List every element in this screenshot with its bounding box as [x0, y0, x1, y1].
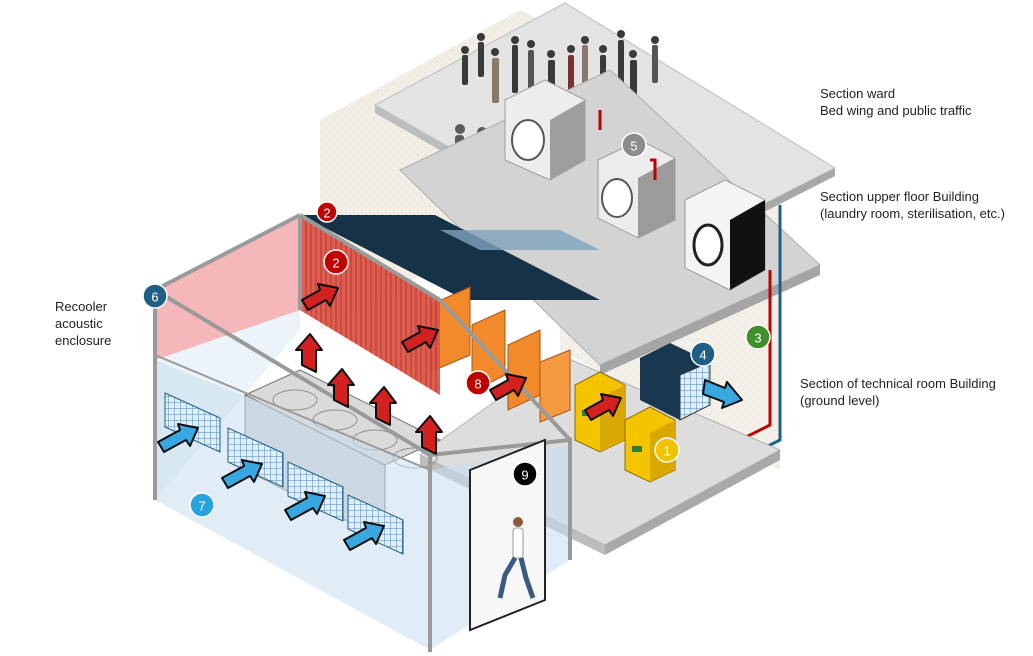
callout-badge-7: 7	[189, 492, 215, 518]
label-line: Recooler	[55, 299, 108, 314]
callout-badge-circle	[512, 461, 538, 487]
callout-badge-circle	[654, 437, 680, 463]
callout-badge-circle	[465, 370, 491, 396]
label-section-technical-room: Section of technical room Building (grou…	[800, 375, 996, 409]
label-line: Section of technical room Building	[800, 376, 996, 391]
label-line: acoustic	[55, 316, 103, 331]
callout-badge-6: 6	[142, 283, 168, 309]
callout-badge-circle	[745, 324, 771, 350]
callout-badge-number: 8	[474, 377, 481, 392]
enclosure-door	[469, 438, 546, 632]
washing-machine	[504, 79, 586, 181]
cool-air-arrows	[157, 379, 743, 551]
exhaust-duct	[300, 215, 600, 300]
sterilisation-unit	[684, 179, 766, 291]
callout-badges: 1 2 2 3 4 5 6 7 8 9	[142, 132, 771, 518]
callout-badge-circle	[189, 492, 215, 518]
callout-badge-number: 5	[630, 139, 637, 154]
callout-badge-8: 8	[465, 370, 491, 396]
label-section-ward: Section ward Bed wing and public traffic	[820, 85, 972, 119]
label-line: (ground level)	[800, 393, 880, 408]
callout-badge-2: 2	[316, 201, 338, 223]
warm-air-arrows	[295, 283, 622, 455]
label-line: Section upper floor Building	[820, 189, 979, 204]
label-line: Bed wing and public traffic	[820, 103, 972, 118]
callout-badge-number: 3	[754, 331, 761, 346]
callout-badge-number: 7	[198, 499, 205, 514]
callout-badge-number: 2	[332, 256, 339, 271]
callout-badge-2: 2	[323, 249, 349, 275]
callout-badge-number: 6	[151, 290, 158, 305]
callout-badge-number: 2	[323, 206, 330, 221]
ventilation-unit	[640, 343, 711, 421]
callout-badge-circle	[690, 341, 716, 367]
intake-grilles	[164, 392, 404, 555]
callout-badge-1: 1	[654, 437, 680, 463]
callout-badge-circle	[621, 132, 647, 158]
label-recooler-enclosure: Recooler acoustic enclosure	[55, 298, 111, 349]
callout-badge-4: 4	[690, 341, 716, 367]
callout-badge-circle	[323, 249, 349, 275]
callout-badge-circle	[142, 283, 168, 309]
label-line: enclosure	[55, 333, 112, 348]
label-section-upper-floor: Section upper floor Building (laundry ro…	[820, 188, 1005, 222]
callout-badge-number: 4	[699, 348, 706, 363]
callout-badge-circle	[316, 201, 338, 223]
callout-badge-number: 1	[663, 444, 670, 459]
callout-badge-3: 3	[745, 324, 771, 350]
label-line: (laundry room, sterilisation, etc.)	[820, 206, 1005, 221]
label-line: Section ward	[820, 86, 896, 101]
callout-badge-9: 9	[512, 461, 538, 487]
callout-badge-number: 9	[521, 468, 528, 483]
callout-badge-5: 5	[621, 132, 647, 158]
